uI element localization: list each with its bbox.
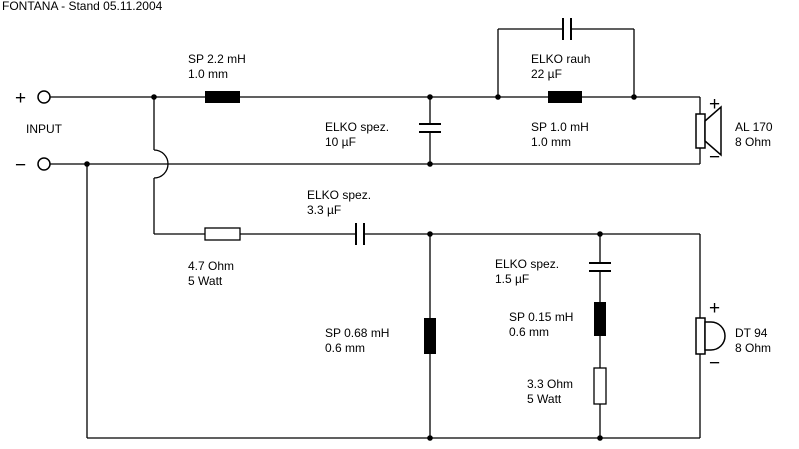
schematic-title: FONTANA - Stand 05.11.2004: [2, 0, 163, 13]
junction-dot: [427, 231, 433, 237]
junction-dot: [631, 94, 637, 100]
inductor-sp-2-2-mh-label: SP 2.2 mH: [188, 52, 246, 66]
inductor-sp-0-15-mh-label: SP 0.15 mH: [509, 310, 573, 324]
capacitor-elko-3-3uf-label: ELKO spez.: [307, 188, 371, 202]
capacitor-elko-3-3uf-value: 3.3 µF: [307, 203, 341, 217]
junction-dot: [597, 231, 603, 237]
woofer-plus-sign: +: [709, 94, 720, 115]
resistor-3-3-ohm: [593, 367, 607, 405]
input-minus-connector: [37, 157, 51, 171]
woofer-speaker-icon: [695, 105, 722, 157]
tweeter-speaker-impedance: 8 Ohm: [735, 341, 771, 355]
capacitor-elko-1-5uf-value: 1.5 µF: [495, 272, 529, 286]
junction-dots: [84, 94, 637, 441]
tweeter-speaker-icon: [695, 317, 726, 355]
junction-dot: [427, 435, 433, 441]
capacitor-elko-1-5uf: [589, 262, 611, 272]
resistor-4-7-ohm-rating: 5 Watt: [188, 274, 223, 288]
junction-dot: [495, 94, 501, 100]
capacitor-elko-10uf: [419, 123, 441, 133]
woofer-wiring: [50, 28, 701, 165]
inductor-sp-1-0-mh-wire: 1.0 mm: [531, 135, 571, 149]
inductor-sp-2-2-mh-wire: 1.0 mm: [188, 67, 228, 81]
input-plus-terminal: +: [15, 88, 51, 109]
junction-dot: [427, 161, 433, 167]
resistor-3-3-ohm-rating: 5 Watt: [527, 392, 562, 406]
capacitor-elko-rauh-value: 22 µF: [531, 67, 562, 81]
input-plus-connector: [37, 90, 51, 104]
resistor-3-3-ohm-label: 3.3 Ohm: [527, 377, 573, 391]
input-plus-sign: +: [15, 88, 26, 109]
junction-dot: [151, 94, 157, 100]
capacitor-elko-1-5uf-label: ELKO spez.: [495, 257, 559, 271]
junction-dot: [84, 161, 90, 167]
tweeter-plus-sign: +: [709, 298, 720, 319]
inductor-sp-2-2-mh: [205, 91, 240, 103]
input-minus-terminal: −: [15, 155, 51, 176]
inductor-sp-0-15-mh: [594, 302, 606, 336]
input-label: INPUT: [26, 122, 63, 136]
capacitor-elko-10uf-value: 10 µF: [325, 135, 356, 149]
capacitor-elko-rauh-22uf: [562, 18, 572, 40]
inductor-sp-0-68-mh: [424, 318, 436, 354]
resistor-4-7-ohm: [204, 227, 241, 241]
inductor-sp-0-68-mh-label: SP 0.68 mH: [325, 326, 389, 340]
inductor-sp-0-68-mh-wire: 0.6 mm: [325, 341, 365, 355]
woofer-minus-sign: −: [709, 147, 720, 168]
tweeter-speaker-label: DT 94: [735, 326, 768, 340]
capacitor-elko-rauh-label: ELKO rauh: [531, 52, 590, 66]
tweeter-wiring: [86, 97, 701, 439]
inductor-sp-1-0-mh: [548, 91, 582, 103]
capacitor-elko-3-3uf: [355, 223, 365, 245]
junction-dot: [597, 435, 603, 441]
tweeter-minus-sign: −: [709, 353, 720, 374]
inductor-sp-1-0-mh-label: SP 1.0 mH: [531, 120, 589, 134]
capacitor-elko-10uf-label: ELKO spez.: [325, 120, 389, 134]
woofer-speaker-label: AL 170: [735, 120, 773, 134]
input-minus-sign: −: [15, 155, 26, 176]
resistor-4-7-ohm-label: 4.7 Ohm: [188, 259, 234, 273]
inductor-sp-0-15-mh-wire: 0.6 mm: [509, 325, 549, 339]
woofer-speaker-impedance: 8 Ohm: [735, 135, 771, 149]
junction-dot: [427, 94, 433, 100]
